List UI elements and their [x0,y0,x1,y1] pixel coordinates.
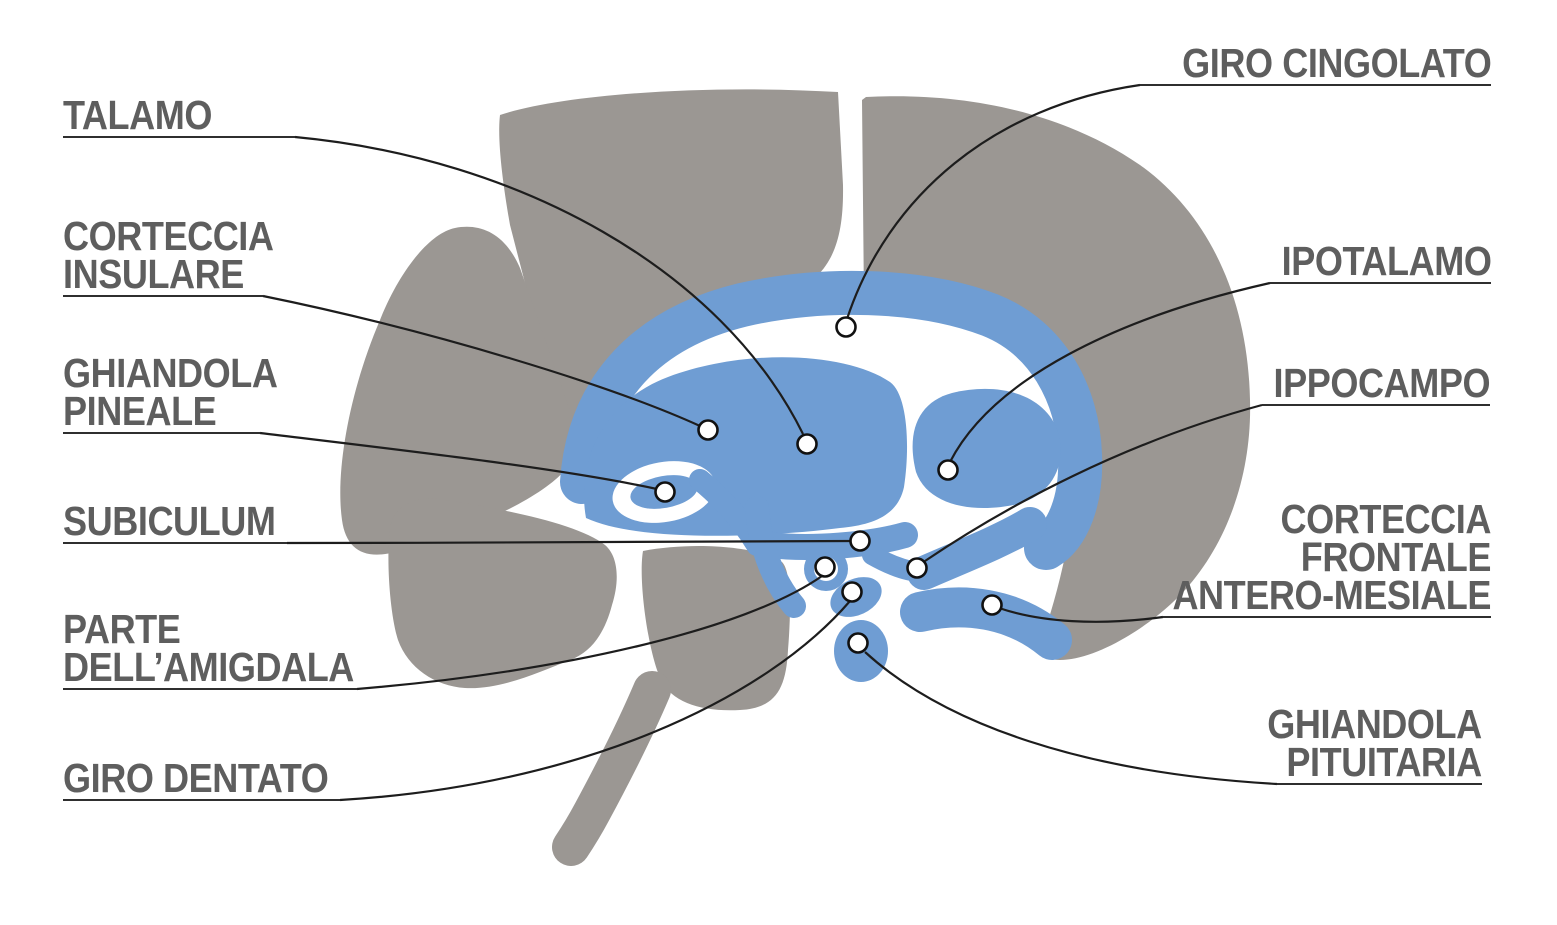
marker-dot-ghiandola-pituitaria [847,632,869,654]
label-giro-dentato: GIRO DENTATO [63,755,329,801]
leader-ippocampo [924,403,1263,562]
leader-subiculum [286,539,853,545]
marker-dots [654,316,1003,654]
marker-dot-ippocampo [906,557,928,579]
marker-dot-talamo [796,433,818,455]
leader-giro-dentato [339,600,851,802]
lobe-occipital [862,96,1251,661]
leader-parte-amigdala [356,575,823,691]
leader-ghiandola-pineale [259,431,658,491]
subiculum-band [757,522,918,560]
lobe-temporal [388,498,617,689]
cingulate-arc [560,270,1103,570]
label-ipotalamo: IPOTALAMO [1281,238,1491,284]
label-ghiandola-pituitaria: GHIANDOLA PITUITARIA [1267,701,1482,785]
leader-corteccia-frontale [998,606,1164,623]
marker-dot-corteccia-insulare [697,419,719,441]
leader-lines [259,83,1278,802]
label-ippocampo: IPPOCAMPO [1273,360,1490,406]
label-parte-amigdala: PARTE DELL’AMIGDALA [63,606,354,690]
lobe-bottom-center [641,546,790,711]
marker-dot-corteccia-frontale [981,594,1003,616]
label-giro-cingolato: GIRO CINGOLATO [1181,40,1492,86]
brainstem [552,671,671,866]
marker-dot-parte-amigdala [814,556,836,578]
label-corteccia-frontale-antero-mesiale: CORTECCIA FRONTALE ANTERO-MESIALE [1172,496,1491,618]
lobe-frontal-left [340,226,576,555]
leader-ghiandola-pituitaria [864,651,1278,786]
hypothalamus-lobe [912,388,1061,509]
label-corteccia-insulare: CORTECCIA INSULARE [63,213,274,297]
hippocampus-band [907,507,1047,590]
marker-dot-giro-dentato [841,581,863,603]
marker-dot-ipotalamo [937,459,959,481]
label-subiculum: SUBICULUM [63,498,276,544]
brain-lobes [340,89,1251,866]
leader-giro-cingolato [845,83,1141,320]
label-ghiandola-pineale: GHIANDOLA PINEALE [63,350,278,434]
lobe-parietal [499,89,844,448]
marker-dot-ghiandola-pineale [654,481,676,503]
label-talamo: TALAMO [63,92,212,138]
marker-dot-subiculum [849,530,871,552]
marker-dot-giro-cingolato [835,316,857,338]
label-underlines [63,84,1491,801]
leader-ipotalamo [949,281,1271,463]
leader-corteccia-insulare [262,294,701,428]
leader-talamo [294,135,804,435]
